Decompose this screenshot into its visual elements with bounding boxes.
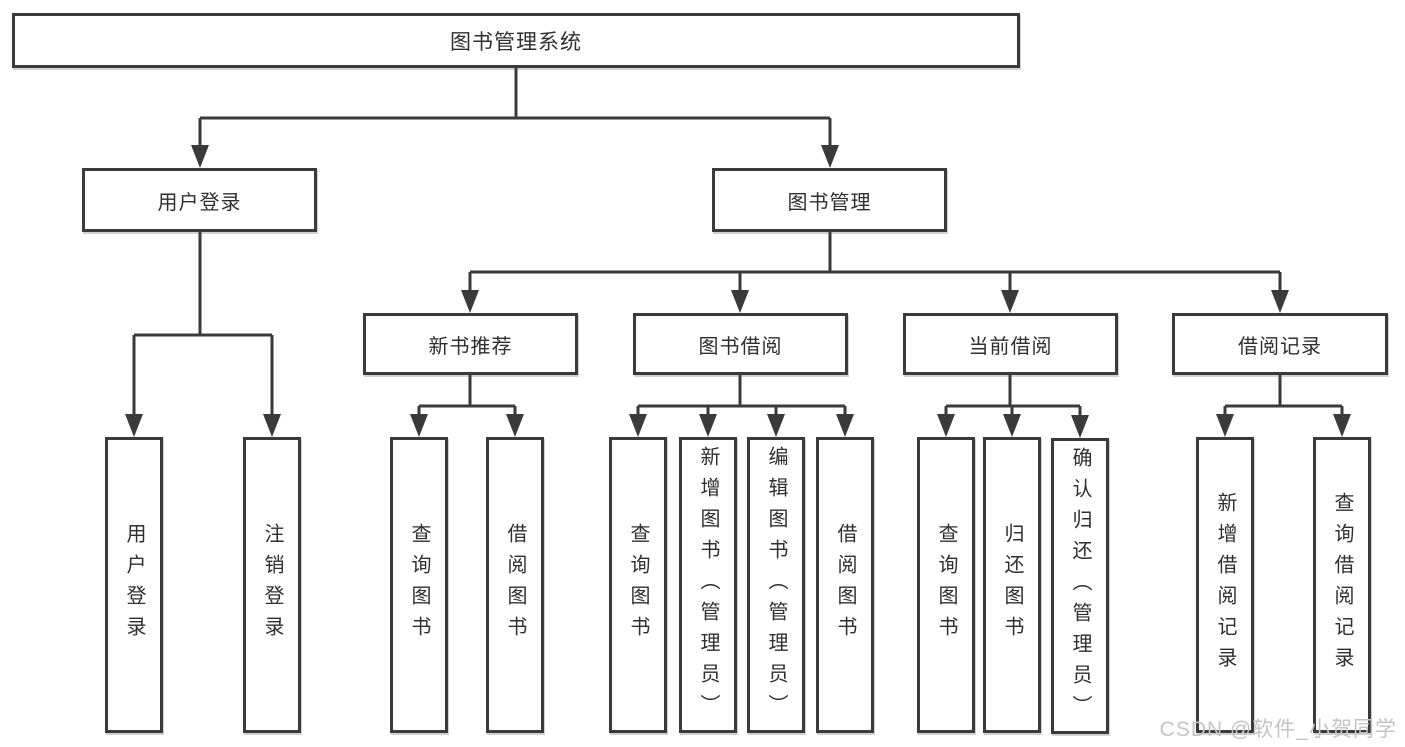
leaf-add-borrow-record: 新增借阅记录 [1196, 437, 1254, 733]
edge-user-login-to-leaves [125, 232, 281, 437]
leaf-newbook-query-books: 查询图书 [390, 437, 448, 733]
leaf-logout-label: 注销登录 [261, 523, 283, 647]
edge-root-to-level2 [191, 68, 839, 168]
leaf-label: 借阅图书 [834, 523, 856, 647]
node-user-login: 用户登录 [82, 168, 317, 232]
leaf-current-query-books: 查询图书 [917, 437, 975, 733]
leaf-label: 查询图书 [627, 523, 649, 647]
leaf-label: 确认归还（管理员） [1069, 446, 1091, 726]
leaf-newbook-borrow-books: 借阅图书 [486, 437, 544, 733]
node-current-borrow: 当前借阅 [903, 313, 1118, 375]
leaf-borrow-books: 借阅图书 [816, 437, 874, 733]
leaf-label: 查询图书 [935, 523, 957, 647]
edge-book-management-to-level3 [461, 232, 1289, 313]
leaf-label: 新增借阅记录 [1214, 492, 1236, 678]
leaf-confirm-return-admin: 确认归还（管理员） [1051, 438, 1109, 734]
edge-new-book-to-leaves [410, 375, 524, 437]
node-new-book-recommend: 新书推荐 [363, 313, 578, 375]
leaf-label: 编辑图书（管理员） [765, 445, 787, 725]
leaf-user-login: 用户登录 [105, 437, 163, 733]
leaf-add-books-admin: 新增图书（管理员） [679, 437, 737, 733]
node-library-system: 图书管理系统 [12, 13, 1020, 68]
leaf-query-borrow-record: 查询借阅记录 [1313, 437, 1371, 733]
leaf-label: 查询图书 [408, 523, 430, 647]
leaf-label: 查询借阅记录 [1331, 492, 1353, 678]
node-book-management: 图书管理 [712, 168, 947, 232]
leaf-return-books: 归还图书 [983, 437, 1041, 733]
edge-current-borrow-to-leaves [937, 375, 1089, 438]
node-borrow-records: 借阅记录 [1172, 313, 1388, 375]
node-book-borrow: 图书借阅 [633, 313, 848, 375]
edge-book-borrow-to-leaves [629, 375, 854, 437]
leaf-borrow-query-books: 查询图书 [609, 437, 667, 733]
leaf-label: 新增图书（管理员） [697, 445, 719, 725]
leaf-edit-books-admin: 编辑图书（管理员） [747, 437, 805, 733]
leaf-label: 借阅图书 [504, 523, 526, 647]
leaf-logout: 注销登录 [243, 437, 301, 733]
leaf-label: 归还图书 [1001, 523, 1023, 647]
edge-borrow-records-to-leaves [1216, 375, 1351, 437]
leaf-user-login-label: 用户登录 [123, 523, 145, 647]
